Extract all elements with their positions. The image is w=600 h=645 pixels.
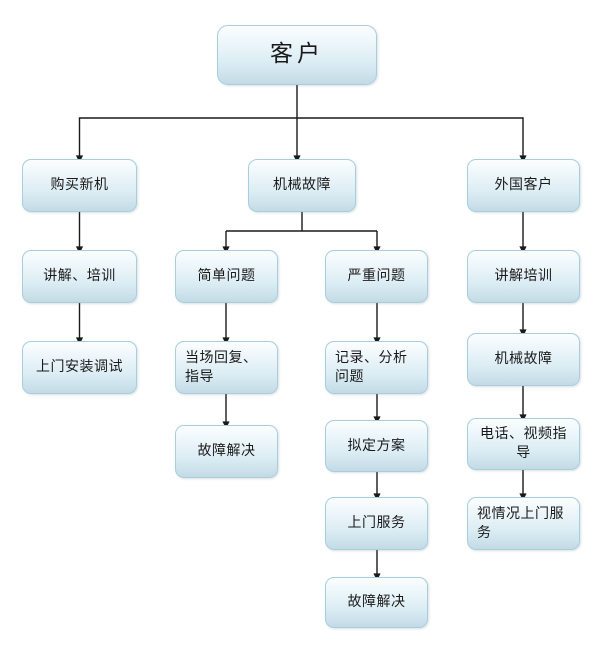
node-record-analyze-issue[interactable]: 记录、分析问题 [325, 341, 428, 394]
node-onsite-reply-guidance[interactable]: 当场回复、指导 [175, 341, 278, 394]
node-onsite-install-debug[interactable]: 上门安装调试 [22, 341, 137, 394]
edge-root-to-branch3 [297, 117, 527, 163]
node-foreign-customer[interactable]: 外国客户 [467, 159, 580, 212]
node-explain-training[interactable]: 讲解培训 [467, 250, 580, 303]
node-mechanical-fault[interactable]: 机械故障 [248, 159, 356, 212]
node-draft-plan[interactable]: 拟定方案 [325, 420, 428, 472]
node-fault-resolved-serious[interactable]: 故障解决 [325, 577, 428, 628]
node-onsite-service-if-needed[interactable]: 视情况上门服务 [467, 497, 580, 550]
node-serious-issue[interactable]: 严重问题 [325, 250, 428, 303]
node-simple-issue[interactable]: 简单问题 [175, 250, 278, 303]
node-phone-video-guidance[interactable]: 电话、视频指导 [467, 418, 580, 470]
node-explain-and-train[interactable]: 讲解、培训 [22, 250, 137, 303]
node-onsite-service[interactable]: 上门服务 [325, 497, 428, 550]
node-root-customer[interactable]: 客户 [217, 25, 377, 85]
edge-root-to-branch1 [75, 117, 297, 163]
node-mechanical-fault-foreign[interactable]: 机械故障 [467, 333, 580, 386]
node-buy-new-machine[interactable]: 购买新机 [22, 159, 137, 212]
node-fault-resolved-simple[interactable]: 故障解决 [175, 425, 278, 478]
